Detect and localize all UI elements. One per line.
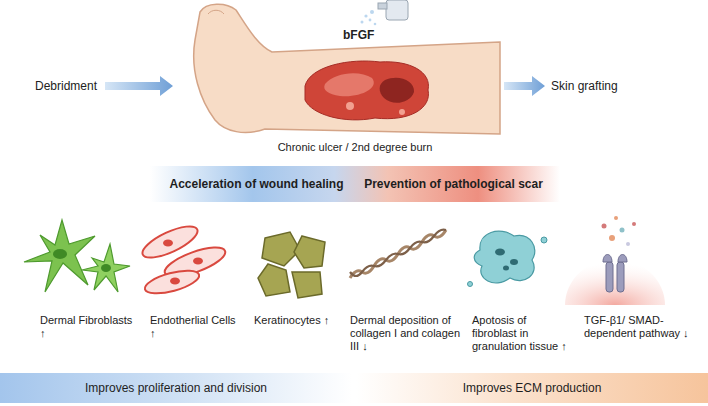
- effect-label: Keratinocytes ↑: [254, 314, 342, 327]
- ligand-dots: [602, 216, 637, 246]
- effect-label: Endotherlial Cells ↑: [150, 314, 242, 340]
- spray-nozzle: [378, 3, 387, 9]
- summary-band: Improves proliferation and division: [0, 373, 352, 403]
- band-text: Improves ECM production: [364, 381, 700, 395]
- keratinocyte-cells: [258, 232, 325, 298]
- cell-nucleus: [101, 264, 111, 272]
- toe-line: [208, 10, 224, 14]
- leg-illustration: [194, 4, 500, 134]
- spray-mist: [361, 10, 377, 25]
- collagen-fiber: [350, 230, 446, 276]
- cell-membrane: [565, 259, 665, 305]
- agent-label: bFGF: [343, 28, 383, 42]
- wound-patch: [324, 73, 374, 96]
- fibroblast-cell: [82, 244, 130, 292]
- collagen-fiber: [350, 230, 446, 278]
- endothelial-cells: [139, 220, 229, 298]
- band-text: Acceleration of wound healing: [158, 177, 355, 191]
- cell-nucleus: [163, 240, 203, 285]
- summary-band: Improves ECM production: [356, 373, 708, 403]
- step-label: Skin grafting: [551, 79, 641, 93]
- spray-bottle: [386, 0, 408, 20]
- effect-label: TGF-β1/ SMAD-dependent pathway ↓: [584, 314, 696, 340]
- effect-label: Dermal deposition of collagen I and cola…: [350, 314, 462, 353]
- fibroblast-cell: [24, 220, 95, 292]
- cell-fragments: [468, 237, 548, 287]
- wound-patch: [346, 102, 354, 110]
- condition-caption: Chronic ulcer / 2nd degree burn: [250, 141, 460, 154]
- gradient-band: Acceleration of wound healingPrevention …: [150, 166, 560, 202]
- wound-patch: [380, 78, 414, 103]
- cell-nucleus: [53, 249, 67, 259]
- band-text: Improves proliferation and division: [8, 381, 344, 395]
- apoptotic-cell: [474, 231, 535, 283]
- step-label: Debridment: [35, 79, 103, 93]
- wound: [305, 61, 428, 120]
- wound-patch: [399, 109, 405, 115]
- effect-label: Apotosis of fibroblast in granulation ti…: [472, 314, 574, 353]
- process-arrow: [105, 76, 173, 96]
- receptor-symbol: [603, 255, 627, 293]
- band-text: Prevention of pathological scar: [355, 177, 552, 191]
- process-arrow: [504, 76, 545, 96]
- effect-label: Dermal Fibroblasts ↑: [40, 314, 136, 340]
